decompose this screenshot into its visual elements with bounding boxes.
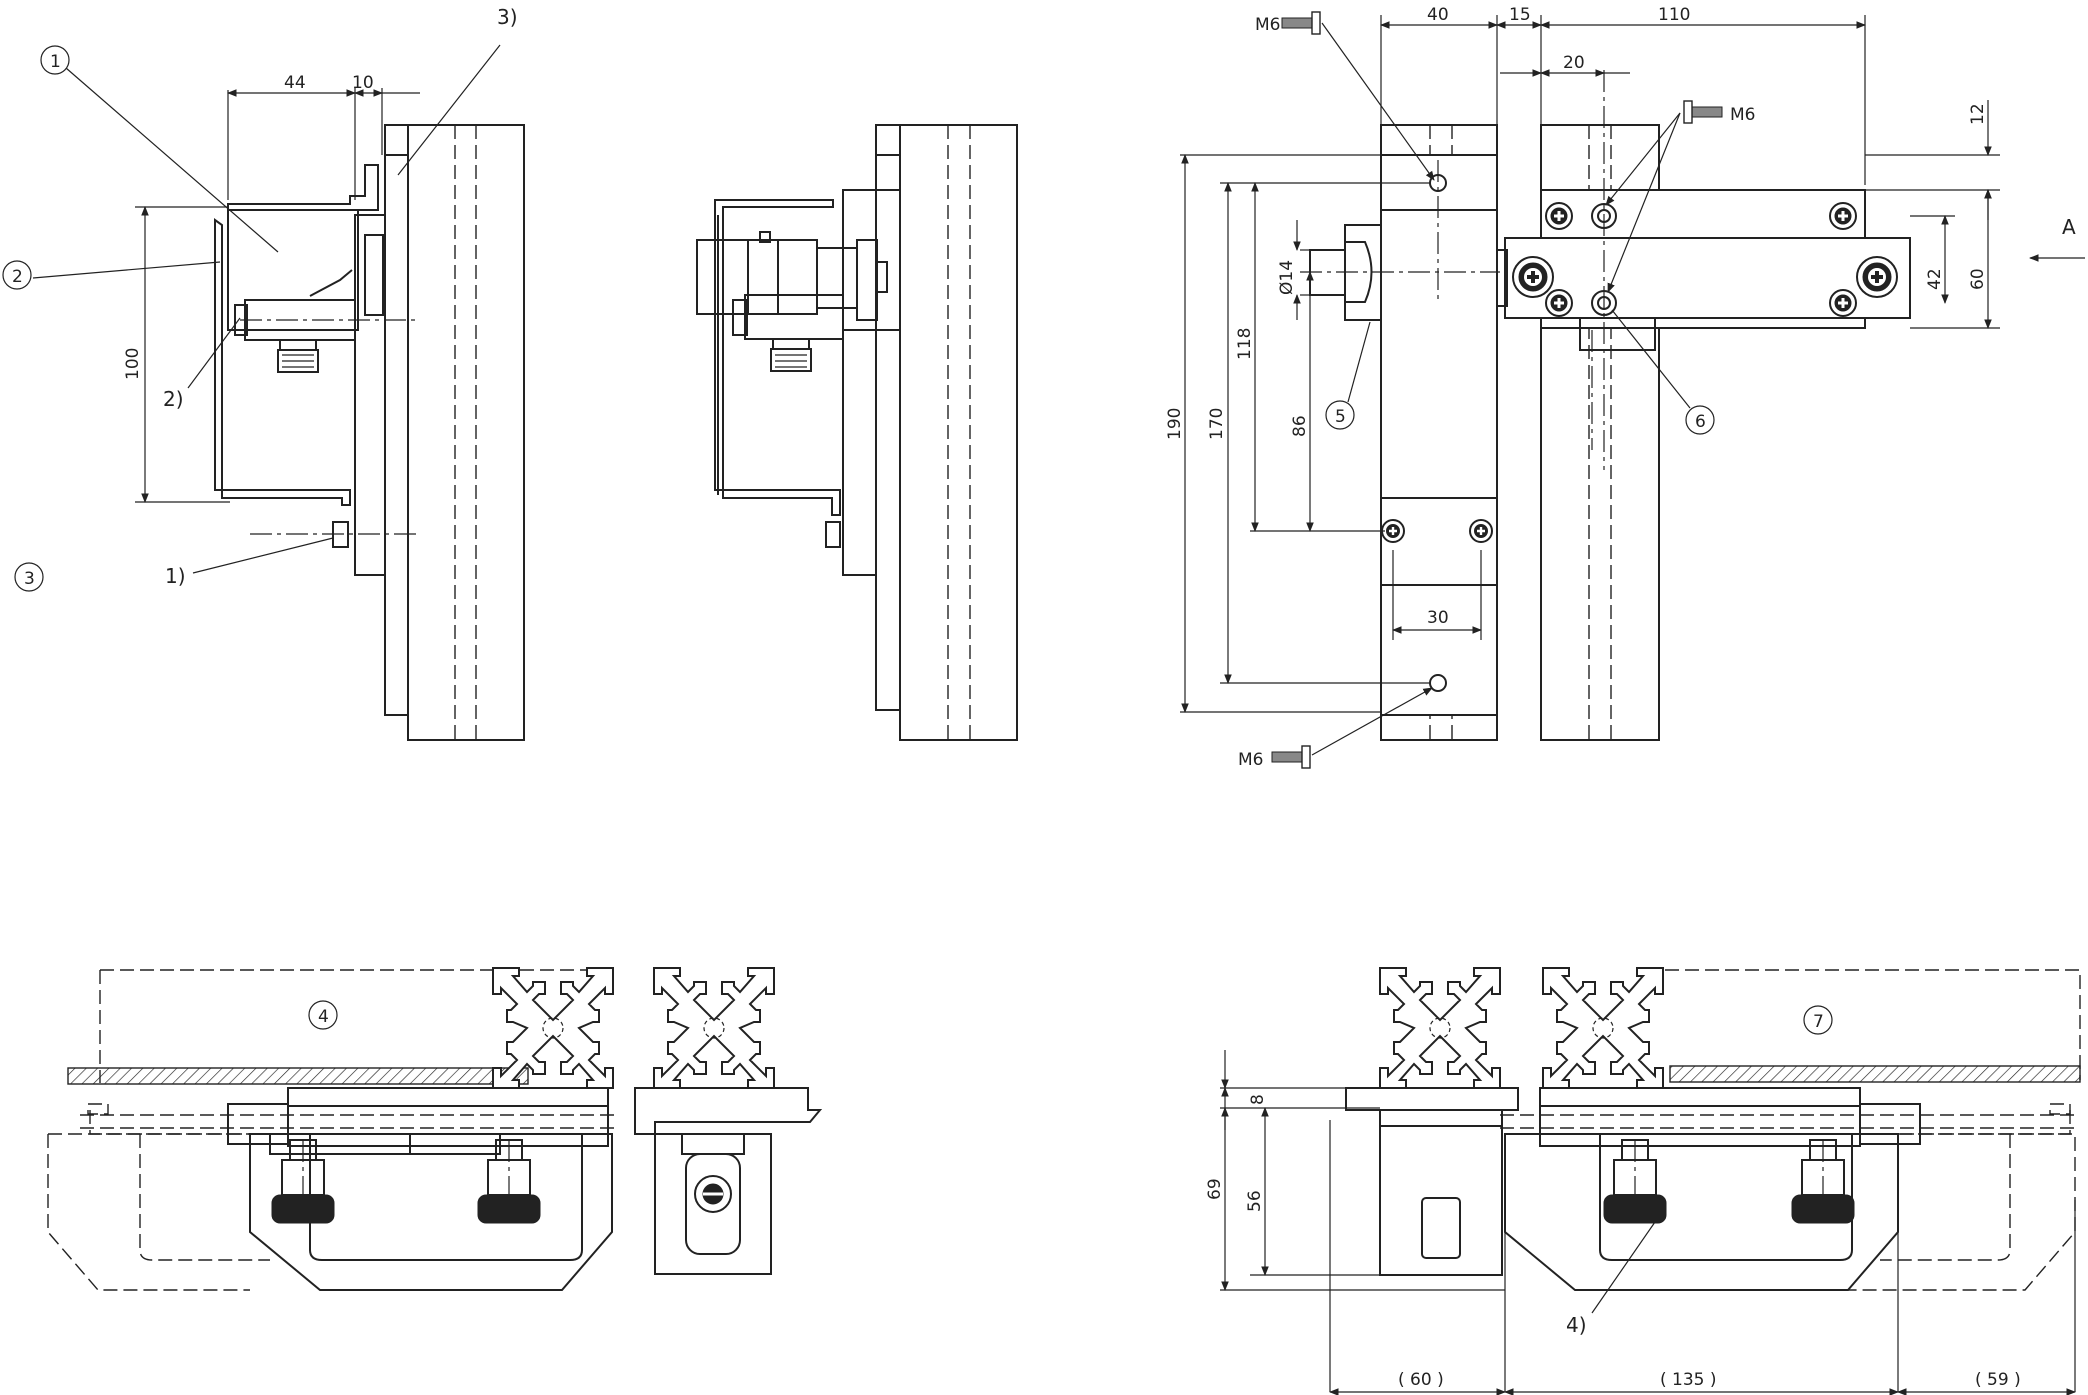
ref-3: 3) — [497, 5, 518, 29]
dim-118: 118 — [1235, 328, 1255, 360]
dim-40: 40 — [1427, 5, 1449, 25]
label-m6-right: M6 — [1730, 105, 1755, 125]
dim-100: 100 — [123, 348, 143, 380]
ref-4: 4) — [1566, 1313, 1587, 1337]
label-3: 3 — [24, 569, 35, 589]
front-view: 40 15 110 20 12 42 60 A 190 170 118 — [1165, 5, 2085, 770]
dim-56: 56 — [1245, 1190, 1265, 1212]
label-5: 5 — [1335, 407, 1346, 427]
label-m6-bottom: M6 — [1238, 750, 1263, 770]
dim-86: 86 — [1290, 415, 1310, 437]
label-1: 1 — [50, 52, 61, 72]
dim-110: 110 — [1658, 5, 1690, 25]
dim-diam-14: Ø14 — [1277, 260, 1297, 295]
side-view-1: 44 10 100 1 2 3 3) 2) 1) — [2, 5, 525, 741]
label-4: 4 — [318, 1007, 329, 1027]
label-m6-top: M6 — [1255, 15, 1280, 35]
label-7: 7 — [1813, 1012, 1824, 1032]
ref-1: 1) — [165, 564, 186, 588]
dim-12: 12 — [1968, 103, 1988, 125]
dim-59: ( 59 ) — [1975, 1370, 2021, 1390]
dim-20: 20 — [1563, 53, 1585, 73]
view-label-a: A — [2062, 215, 2076, 239]
ref-2: 2) — [163, 387, 184, 411]
top-view-right: 7 4) — [1205, 967, 2081, 1395]
dim-69: 69 — [1205, 1178, 1225, 1200]
dim-10: 10 — [352, 73, 374, 93]
dim-8: 8 — [1248, 1094, 1268, 1105]
dim-190: 190 — [1165, 408, 1185, 440]
dim-42: 42 — [1925, 268, 1945, 290]
side-view-2 — [696, 124, 1018, 741]
dim-170: 170 — [1207, 408, 1227, 440]
dim-60-vert: 60 — [1968, 268, 1988, 290]
label-2: 2 — [12, 267, 23, 287]
dim-15: 15 — [1509, 5, 1531, 25]
dim-60-bottom: ( 60 ) — [1398, 1370, 1444, 1390]
label-6: 6 — [1695, 412, 1706, 432]
dim-30: 30 — [1427, 608, 1449, 628]
dim-135: ( 135 ) — [1660, 1370, 1717, 1390]
top-view-left: 4 — [47, 967, 823, 1291]
dim-44: 44 — [284, 73, 306, 93]
